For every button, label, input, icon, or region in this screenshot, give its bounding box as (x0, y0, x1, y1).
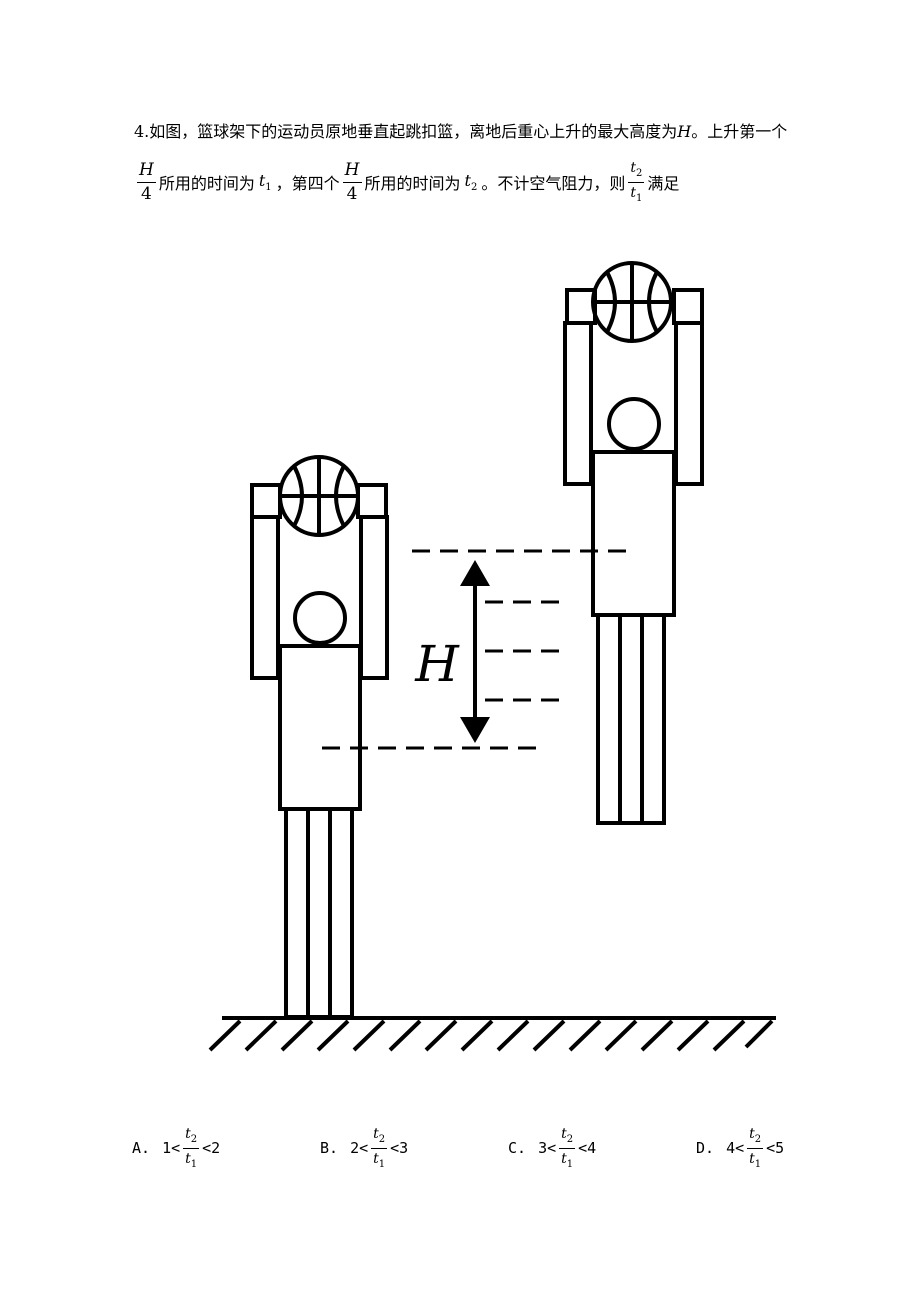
standing-right-hand (356, 483, 388, 519)
height-label: H (414, 635, 460, 693)
var-t2: t2 (464, 171, 478, 194)
jumping-body (591, 450, 676, 617)
option-d[interactable]: D. 4< t2 t1 <5 (696, 1126, 785, 1170)
fraction-t2-over-t1: t2 t1 (628, 160, 645, 204)
fraction-denominator: 4 (141, 183, 152, 204)
question-text-1: 4.如图，篮球架下的运动员原地垂直起跳扣篮，离地后重心上升的最大高度为 (134, 122, 678, 141)
standing-left-arm (250, 515, 280, 680)
jumping-right-arm (674, 321, 704, 486)
arrow-up-head (460, 560, 490, 586)
option-b-fraction: t2 t1 (371, 1126, 388, 1170)
jumping-basketball (591, 261, 673, 343)
option-d-fraction: t2 t1 (747, 1126, 764, 1170)
arrow-down-head (460, 717, 490, 743)
player-standing (250, 455, 389, 1019)
player-jumping (563, 261, 704, 825)
fraction-H-over-4-second: H 4 (342, 159, 362, 204)
question-line-2: H 4 所用的时间为 t1 ，第四个 H 4 所用的时间为 t2 。不计空气阻力… (134, 160, 679, 205)
standing-right-arm (359, 515, 389, 680)
height-arrow (460, 560, 490, 743)
var-t1: t1 (258, 171, 272, 194)
ground (208, 1016, 776, 1052)
question-text-1-end: 。上升第一个 (691, 122, 788, 141)
fraction-bar (342, 181, 362, 183)
standing-left-leg (284, 807, 310, 1019)
jumping-mid-leg (618, 613, 644, 825)
question-line-1: 4.如图，篮球架下的运动员原地垂直起跳扣篮，离地后重心上升的最大高度为H。上升第… (134, 118, 787, 142)
option-c-fraction: t2 t1 (559, 1126, 576, 1170)
standing-body (278, 644, 362, 811)
standing-left-hand (250, 483, 282, 519)
fraction-denominator: 4 (346, 183, 358, 204)
height-guide-lines (322, 549, 636, 750)
fraction-H-over-4: H 4 (137, 161, 156, 204)
question-text-2: 所用的时间为 (158, 174, 255, 194)
question-text-5: 。不计空气阻力，则 (481, 174, 626, 194)
jumping-left-arm (563, 321, 593, 486)
fraction-bar (137, 181, 156, 183)
jumping-right-leg (640, 613, 666, 825)
question-text-3: ，第四个 (275, 174, 340, 194)
jumping-right-hand (672, 288, 704, 325)
standing-head (293, 591, 347, 645)
var-H: H (677, 122, 692, 141)
question-text-6: 满足 (647, 174, 680, 194)
fraction-numerator: H (139, 159, 154, 180)
question-text-4: 所用的时间为 (364, 174, 461, 194)
option-b[interactable]: B. 2< t2 t1 <3 (320, 1126, 409, 1170)
option-a[interactable]: A. 1< t2 t1 <2 (132, 1126, 221, 1170)
jumping-head (607, 397, 661, 451)
jumping-left-hand (565, 288, 597, 325)
fraction-numerator: H (344, 159, 360, 180)
jumping-left-leg (596, 613, 622, 825)
option-c[interactable]: C. 3< t2 t1 <4 (508, 1126, 597, 1170)
standing-basketball (278, 455, 360, 537)
standing-right-leg (328, 807, 354, 1019)
option-a-fraction: t2 t1 (183, 1126, 200, 1170)
standing-mid-leg (306, 807, 332, 1019)
